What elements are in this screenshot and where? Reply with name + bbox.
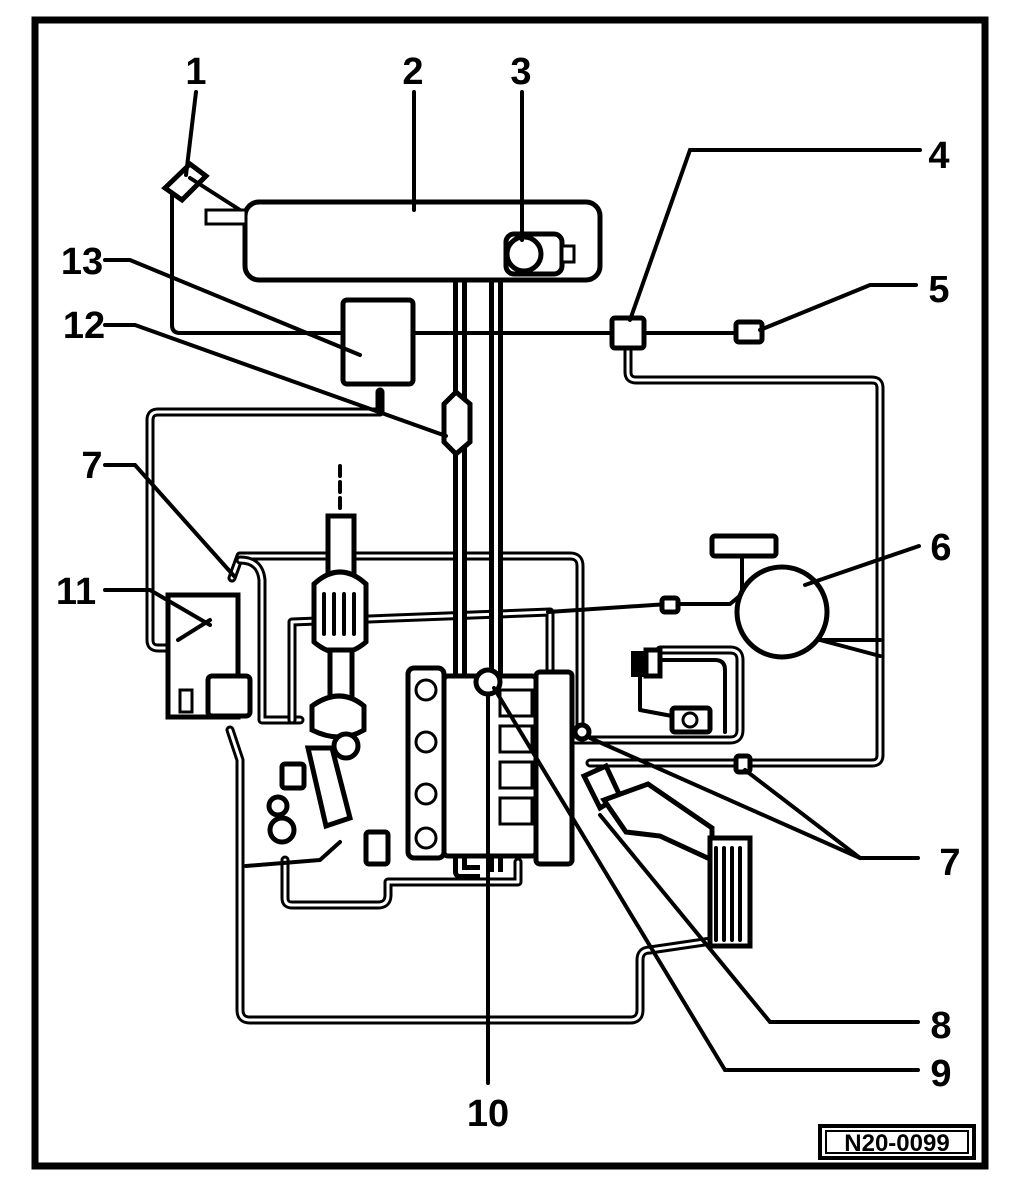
callout-5: 5 bbox=[928, 269, 949, 311]
relay-connector bbox=[609, 315, 647, 351]
callout-11: 11 bbox=[56, 571, 96, 613]
engine-mount bbox=[244, 794, 342, 868]
reference-code: N20-0099 bbox=[844, 1130, 949, 1157]
reference-code-box: N20-0099 bbox=[818, 1124, 976, 1160]
control-unit bbox=[340, 297, 416, 387]
charcoal-canister bbox=[165, 592, 253, 720]
callout-9: 9 bbox=[930, 1053, 951, 1095]
check-valve-lower bbox=[733, 753, 753, 775]
catalytic-converter bbox=[311, 464, 369, 709]
fuel-pump bbox=[503, 231, 576, 277]
callout-4: 4 bbox=[928, 135, 949, 177]
callout-8: 8 bbox=[930, 1005, 951, 1047]
solenoid-valve-mid bbox=[363, 829, 391, 867]
exhaust-manifold bbox=[304, 693, 367, 830]
callout-2: 2 bbox=[402, 51, 423, 93]
vent-hose-network bbox=[145, 343, 885, 1025]
intake-duct bbox=[580, 762, 753, 949]
callout-7-left: 7 bbox=[81, 445, 102, 487]
connector-plug bbox=[733, 319, 765, 345]
wiring bbox=[170, 188, 882, 734]
pedal-switch bbox=[709, 533, 779, 559]
check-valve-upper bbox=[659, 595, 681, 615]
callout-labels: 1 2 3 4 5 6 7 7 8 9 10 11 12 13 bbox=[56, 51, 961, 1135]
solenoid-valve-left bbox=[279, 761, 307, 791]
brake-servo bbox=[734, 564, 830, 660]
callout-6: 6 bbox=[930, 527, 951, 569]
callout-7-right: 7 bbox=[939, 842, 960, 884]
leader-lines bbox=[103, 90, 922, 1085]
diagram-frame bbox=[31, 16, 989, 1170]
fuel-filter bbox=[441, 388, 473, 458]
callout-3: 3 bbox=[510, 51, 531, 93]
sensor-valve bbox=[572, 722, 592, 742]
callout-13: 13 bbox=[61, 241, 103, 283]
callout-12: 12 bbox=[63, 305, 105, 347]
fuel-filler-vent-valve bbox=[161, 160, 248, 226]
callout-1: 1 bbox=[185, 51, 206, 93]
callout-10: 10 bbox=[467, 1093, 509, 1135]
vacuum-valve-assembly bbox=[631, 647, 713, 735]
